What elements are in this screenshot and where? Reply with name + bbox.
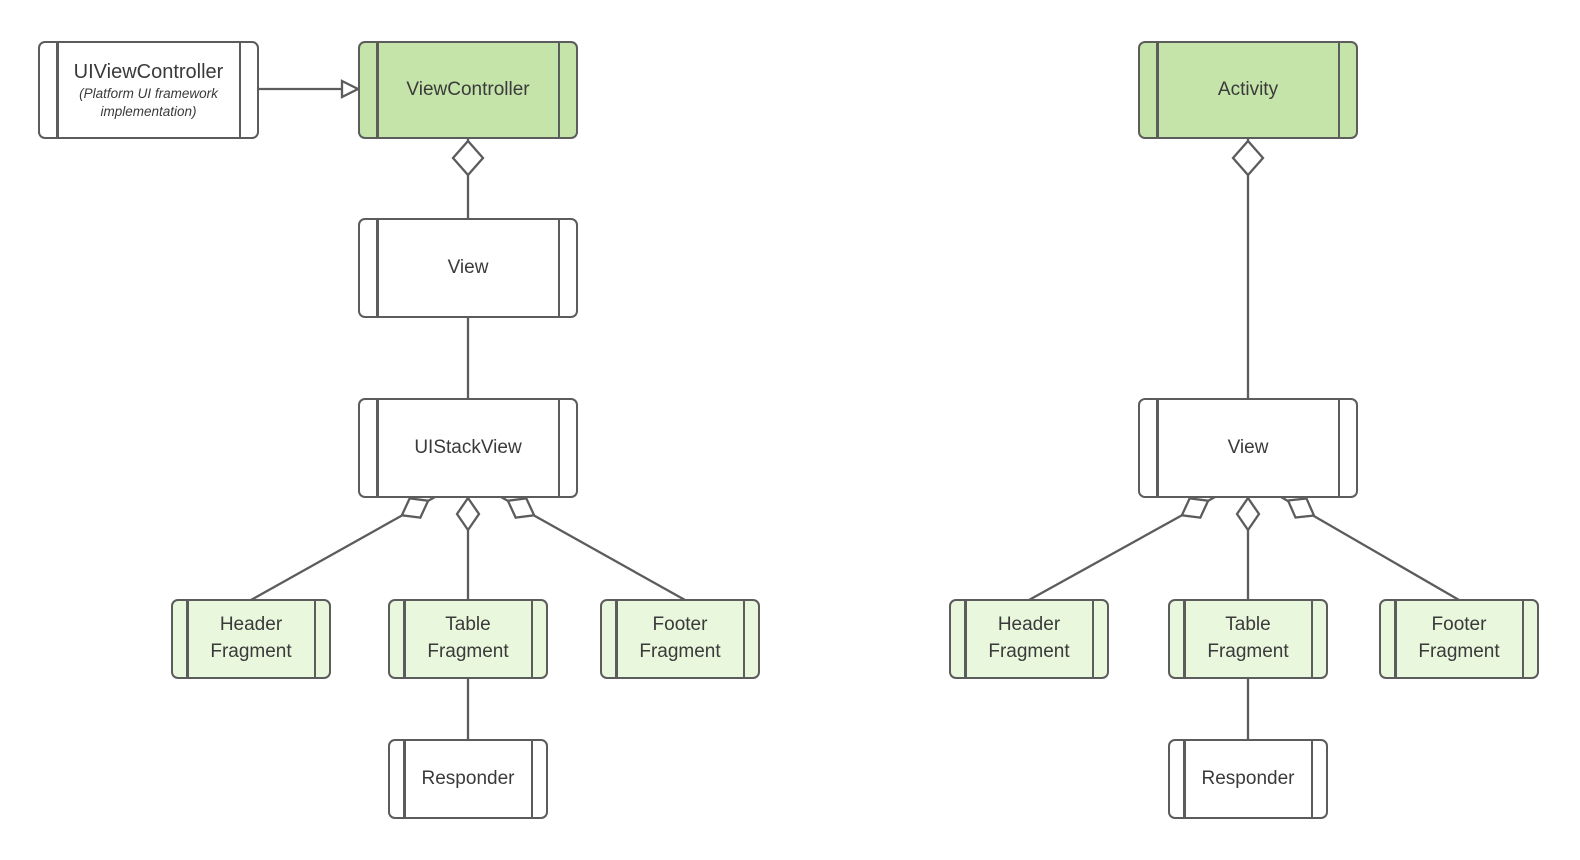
node-responder-right[interactable]: Responder — [1168, 739, 1328, 819]
node-table-fragment-left[interactable]: Table Fragment — [388, 599, 548, 679]
header-fragment-left-label: Header Fragment — [210, 614, 292, 662]
connector-view-footer-fragment — [1280, 496, 1460, 601]
node-activity[interactable]: Activity — [1138, 41, 1358, 139]
node-view-left[interactable]: View — [358, 218, 578, 318]
node-header-fragment-left[interactable]: Header Fragment — [171, 599, 331, 679]
aggregation-diamond-icon — [1231, 139, 1265, 177]
uiviewcontroller-subtitle: (Platform UI framework implementation) — [79, 85, 218, 119]
connector-view-header-fragment — [1028, 495, 1216, 602]
aggregation-diamond-icon — [455, 495, 481, 533]
node-uiviewcontroller[interactable]: UIViewController (Platform UI framework … — [38, 41, 259, 139]
node-viewcontroller[interactable]: ViewController — [358, 41, 578, 139]
realization-arrowhead-icon — [340, 79, 361, 99]
table-fragment-right-label: Table Fragment — [1207, 614, 1289, 662]
uiviewcontroller-title: UIViewController — [73, 60, 224, 83]
node-responder-left[interactable]: Responder — [388, 739, 548, 819]
header-fragment-right-label: Header Fragment — [988, 614, 1070, 662]
node-uistackview[interactable]: UIStackView — [358, 398, 578, 498]
node-table-fragment-right[interactable]: Table Fragment — [1168, 599, 1328, 679]
aggregation-diamond-icon — [451, 139, 485, 177]
footer-fragment-left-label: Footer Fragment — [639, 614, 721, 662]
aggregation-diamond-icon — [1235, 495, 1261, 533]
responder-right-label: Responder — [1201, 767, 1295, 789]
view-right-label: View — [1227, 436, 1269, 458]
view-left-label: View — [447, 256, 489, 278]
responder-left-label: Responder — [421, 767, 515, 789]
viewcontroller-label: ViewController — [406, 78, 530, 100]
node-header-fragment-right[interactable]: Header Fragment — [949, 599, 1109, 679]
table-fragment-left-label: Table Fragment — [427, 614, 509, 662]
node-footer-fragment-right[interactable]: Footer Fragment — [1379, 599, 1539, 679]
node-footer-fragment-left[interactable]: Footer Fragment — [600, 599, 760, 679]
connector-uistackview-header-fragment — [250, 495, 436, 602]
uistackview-label: UIStackView — [414, 436, 522, 458]
node-view-right[interactable]: View — [1138, 398, 1358, 498]
footer-fragment-right-label: Footer Fragment — [1418, 614, 1500, 662]
uiviewcontroller-label-group: UIViewController (Platform UI framework … — [40, 60, 257, 120]
connector-uistackview-footer-fragment — [500, 495, 686, 602]
activity-label: Activity — [1217, 78, 1279, 100]
